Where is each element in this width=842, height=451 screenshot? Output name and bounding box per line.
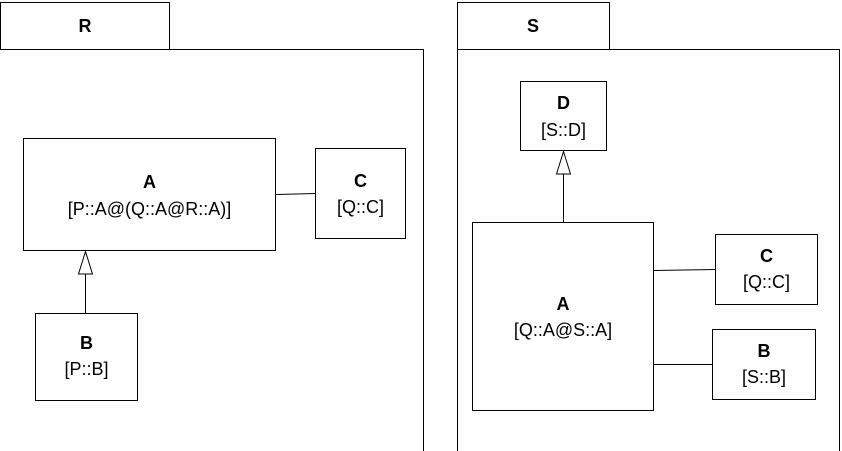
package-s-body[interactable] — [457, 49, 840, 451]
class-s-b-qualifier: [S::B] — [742, 367, 786, 387]
class-r-a-box[interactable] — [23, 138, 276, 251]
class-s-c-name: C — [760, 246, 773, 266]
class-r-b-name: B — [80, 333, 93, 353]
class-s-a-qualifier: [Q::A@S::A] — [514, 320, 612, 340]
class-s-b[interactable]: B [S::B] — [712, 329, 816, 400]
class-s-b-box[interactable] — [712, 329, 816, 400]
class-r-c-qualifier: [Q::C] — [337, 197, 384, 217]
package-s[interactable]: S — [457, 2, 840, 451]
package-r-tab[interactable] — [0, 2, 170, 50]
association-line-r-a-c — [275, 193, 316, 195]
package-r[interactable]: R — [0, 2, 424, 451]
association-line-s-a-c — [653, 269, 716, 271]
package-r-label: R — [79, 16, 92, 36]
generalization-arrowhead-s-d — [555, 149, 572, 175]
class-s-d-qualifier: [S::D] — [541, 120, 586, 140]
class-s-d-box[interactable] — [520, 81, 607, 151]
class-s-b-name: B — [758, 341, 771, 361]
class-r-c[interactable]: C [Q::C] — [315, 148, 406, 239]
class-s-d-name: D — [557, 93, 570, 113]
generalization-s-a-d — [555, 149, 572, 222]
class-r-b-box[interactable] — [35, 313, 138, 401]
class-s-c-qualifier: [Q::C] — [743, 272, 790, 292]
package-s-label: S — [527, 16, 539, 36]
class-s-d[interactable]: D [S::D] — [520, 81, 607, 151]
class-r-b-qualifier: [P::B] — [64, 359, 108, 379]
class-r-b[interactable]: B [P::B] — [35, 313, 138, 401]
class-r-a-qualifier: [P::A@(Q::A@R::A)] — [68, 199, 232, 219]
generalization-r-b-a — [77, 249, 94, 313]
class-r-c-box[interactable] — [315, 148, 406, 239]
package-s-tab[interactable] — [457, 2, 610, 50]
class-s-a-box[interactable] — [472, 222, 654, 411]
class-r-c-name: C — [354, 171, 367, 191]
package-r-body[interactable] — [0, 49, 424, 451]
class-s-c-box[interactable] — [715, 234, 818, 305]
class-s-a[interactable]: A [Q::A@S::A] — [472, 222, 654, 411]
class-r-a[interactable]: A [P::A@(Q::A@R::A)] — [23, 138, 276, 251]
class-s-a-name: A — [557, 294, 570, 314]
class-s-c[interactable]: C [Q::C] — [715, 234, 818, 305]
class-r-a-name: A — [143, 172, 156, 192]
generalization-arrowhead-r-a — [77, 249, 94, 275]
